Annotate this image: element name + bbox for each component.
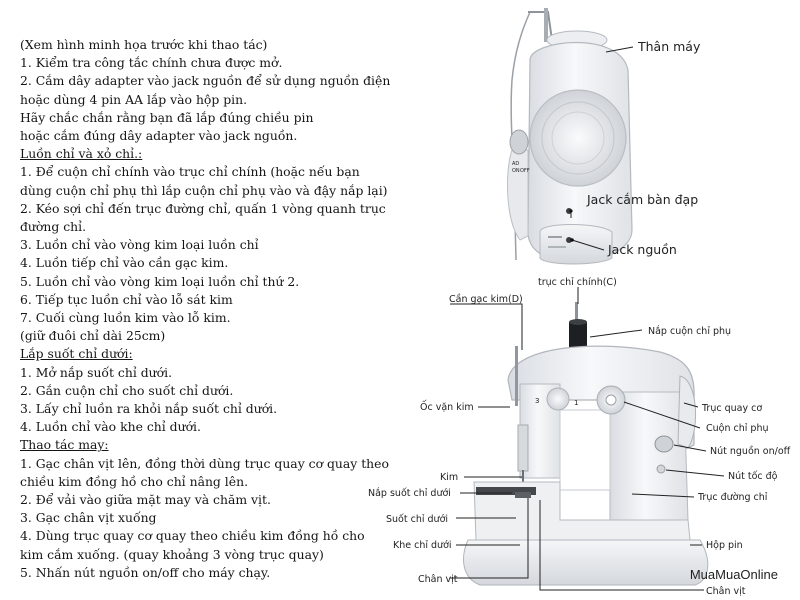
panel-text-on: ON xyxy=(512,168,520,174)
threading-line: 1. Để cuộn chỉ chính vào trục chỉ chính … xyxy=(20,164,360,180)
panel-text-off: OFF xyxy=(520,168,530,174)
watermark-text: MuaMuaOnline xyxy=(689,567,778,582)
sewing-line: chiều kim đồng hồ cho chỉ nâng lên. xyxy=(20,473,249,489)
sewing-line: 4. Dùng trục quay cơ quay theo chiều kim… xyxy=(20,528,365,544)
label-bobbin-cover: Nắp suốt chỉ dưới xyxy=(368,488,451,499)
top-machine-illustration: AD ON OFF xyxy=(506,8,633,265)
sewing-line: kim cắm xuống. (quay khoảng 3 vòng trục … xyxy=(20,546,324,562)
label-pedal-jack: Jack cắm bàn đạp xyxy=(586,192,698,207)
intro-line: 1. Kiểm tra công tắc chính chưa được mở. xyxy=(20,55,283,71)
bobbin-line: 3. Lấy chỉ luồn ra khỏi nắp suốt chỉ dướ… xyxy=(20,401,278,417)
intro-line: 2. Cắm dây adapter vào jack nguồn để sử … xyxy=(20,73,391,89)
label-screw: Ốc vặn kim xyxy=(420,400,474,413)
label-bobbin-slot: Khe chỉ dưới xyxy=(393,540,452,551)
threading-line: (giữ đuôi chỉ dài 25cm) xyxy=(20,328,166,344)
label-main-spindle: trục chỉ chính(C) xyxy=(538,277,617,288)
sewing-line: 2. Để vải vào giữa mặt may và chăm vịt. xyxy=(20,492,271,508)
dial-number-3: 3 xyxy=(535,397,539,405)
intro-line: (Xem hình minh họa trước khi thao tác) xyxy=(20,37,268,52)
label-aux-spool-cover: Nắp cuộn chỉ phụ xyxy=(648,326,731,337)
sewing-line: 3. Gạc chân vịt xuống xyxy=(20,510,157,526)
threading-line: 3. Luồn chỉ vào vòng kim loại luồn chỉ xyxy=(20,237,259,253)
threading-line: 6. Tiếp tục luồn chỉ vào lỗ sát kim xyxy=(20,291,233,307)
power-jack-hole xyxy=(566,237,572,243)
bottom-machine-illustration: 3 1 xyxy=(463,302,709,586)
label-needle: Kim xyxy=(440,472,458,483)
threading-line: 5. Luồn chỉ vào vòng kim loại luồn chỉ t… xyxy=(20,273,300,289)
sewing-heading: Thao tác may: xyxy=(20,437,109,453)
threading-line: dùng cuộn chỉ phụ thì lắp cuộn chỉ phụ v… xyxy=(20,182,388,198)
label-bobbin: Suốt chỉ dưới xyxy=(386,514,448,525)
intro-line: hoặc cắm đúng dây adapter vào jack nguồn… xyxy=(20,128,298,144)
label-battery-box: Hộp pin xyxy=(706,540,743,551)
label-power-button: Nút nguồn on/off xyxy=(710,446,791,457)
dial-number-1: 1 xyxy=(574,399,578,407)
label-aux-spool: Cuộn chỉ phụ xyxy=(706,423,768,434)
threading-line: 2. Kéo sợi chỉ đến trục đường chỉ, quấn … xyxy=(20,200,386,216)
label-body: Thân máy xyxy=(637,39,701,54)
bobbin-line: 2. Gắn cuộn chỉ cho suốt chỉ dưới. xyxy=(20,382,234,398)
intro-line: hoặc dùng 4 pin AA lắp vào hộp pin. xyxy=(20,91,248,107)
label-presser-foot: Chân vịt xyxy=(418,574,458,585)
threading-heading: Luồn chỉ và xỏ chỉ.: xyxy=(20,146,143,162)
instructions-column: (Xem hình minh họa trước khi thao tác) 1… xyxy=(20,36,420,582)
threading-line: 4. Luồn tiếp chỉ vào cần gạc kim. xyxy=(20,255,229,271)
bobbin-heading: Lắp suốt chỉ dưới: xyxy=(20,346,133,362)
sewing-line: 5. Nhấn nút nguồn on/off cho máy chạy. xyxy=(20,564,271,580)
label-presser-foot-right: Chân vịt xyxy=(706,586,746,597)
threading-line: đường chỉ. xyxy=(20,219,87,235)
bobbin-line: 4. Luồn chỉ vào khe chỉ dưới. xyxy=(20,419,201,435)
sewing-line: 1. Gạc chân vịt lên, đồng thời dùng trục… xyxy=(20,455,389,471)
threading-line: 7. Cuối cùng luồn kim vào lỗ kim. xyxy=(20,310,231,326)
bobbin-line: 1. Mở nắp suốt chỉ dưới. xyxy=(20,364,173,380)
label-thread-guide: Trục đường chỉ xyxy=(697,492,768,503)
label-speed-button: Nút tốc độ xyxy=(728,471,778,482)
label-needle-lever: Cần gạc kim(D) xyxy=(449,294,523,305)
label-power-jack: Jack nguồn xyxy=(607,242,677,257)
label-hand-wheel: Trục quay cơ xyxy=(701,403,762,414)
panel-text-ad: AD xyxy=(512,161,519,167)
intro-line: Hãy chắc chắn rằng bạn đã lắp đúng chiều… xyxy=(20,109,314,125)
